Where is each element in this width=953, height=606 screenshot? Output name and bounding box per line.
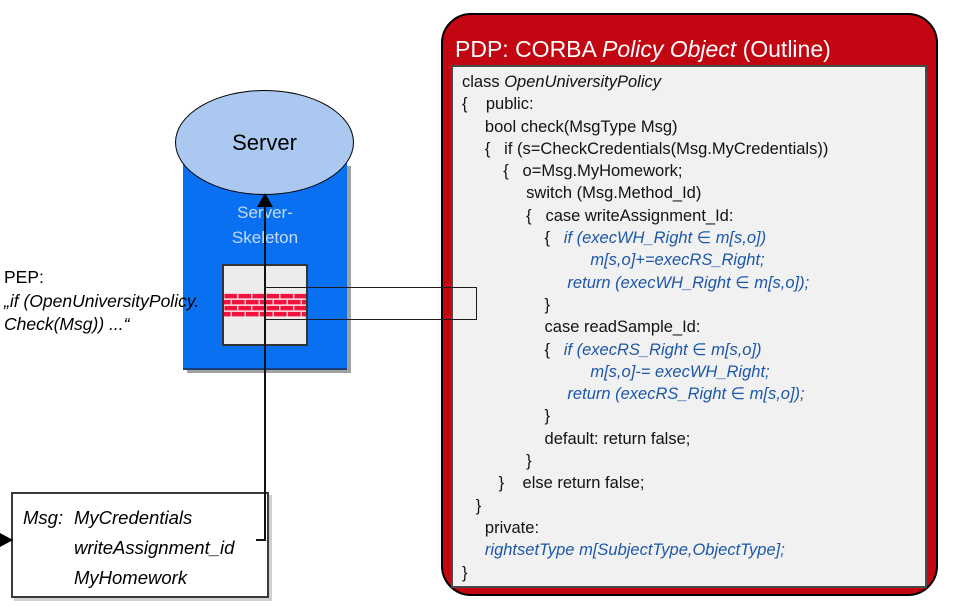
code-line: { if (execRS_Right ∈ m[s,o]) xyxy=(462,339,925,361)
code-line: } xyxy=(462,405,925,427)
code-line: switch (Msg.Method_Id) xyxy=(462,182,925,204)
text-segment: { case writeAssignment_Id: xyxy=(462,206,734,225)
code-line: } else return false; xyxy=(462,472,925,494)
code-line: class OpenUniversityPolicy xyxy=(462,71,925,93)
text-segment: if (execWH_Right ∈ m[s,o]) xyxy=(563,229,767,248)
text-segment: class xyxy=(462,73,505,91)
code-line: private: xyxy=(462,517,925,539)
text-segment: m[s,o]+=execRS_Right; xyxy=(462,251,765,270)
text-segment: return (execRS_Right ∈ m[s,o]); xyxy=(462,385,805,404)
text-segment: m[s,o]-= execWH_Right; xyxy=(462,362,770,381)
text-segment: { public: xyxy=(462,95,534,114)
code-line: return (execWH_Right ∈ m[s,o]); xyxy=(462,272,925,294)
msg-item-write-assignment: writeAssignment_id xyxy=(74,537,235,558)
text-segment: return (execWH_Right ∈ m[s,o]); xyxy=(462,273,810,292)
msg-item-credentials: MyCredentials xyxy=(74,507,193,528)
text-segment: } xyxy=(462,295,551,314)
code-line: { o=Msg.MyHomework; xyxy=(462,160,925,182)
text-segment: { xyxy=(462,229,564,248)
text-segment: bool check(MsgType Msg) xyxy=(462,117,678,136)
text-segment: { if (s=CheckCredentials(Msg.MyCredentia… xyxy=(462,139,829,158)
pdp-panel: PDP: CORBA Policy Object (Outline) class… xyxy=(441,13,938,596)
code-line: { public: xyxy=(462,93,925,115)
text-segment: rightsetType m[SubjectType,ObjectType]; xyxy=(484,541,785,560)
text-segment: { xyxy=(462,340,564,359)
text-segment: private: xyxy=(462,518,540,537)
text-segment: Policy Object xyxy=(601,36,737,62)
message-flow-line-jog xyxy=(256,539,266,541)
text-segment xyxy=(462,541,485,559)
text-segment: { o=Msg.MyHomework; xyxy=(462,162,683,181)
pep-label: PEP: xyxy=(4,267,44,287)
msg-box: Msg: MyCredentials writeAssignment_id MyH… xyxy=(11,492,269,598)
text-segment: default: return false; xyxy=(462,429,691,448)
code-line: bool check(MsgType Msg) xyxy=(462,116,925,138)
text-segment: (Outline) xyxy=(736,36,831,62)
pep-code-line1: „if (OpenUniversityPolicy. xyxy=(4,290,200,311)
check-call-connector-rect xyxy=(264,287,477,320)
text-segment: } else return false; xyxy=(462,474,645,493)
code-line: return (execRS_Right ∈ m[s,o]); xyxy=(462,383,925,405)
code-line: } xyxy=(462,294,925,316)
text-segment: } xyxy=(462,407,551,426)
code-line: { if (execWH_Right ∈ m[s,o]) xyxy=(462,227,925,249)
code-line: } xyxy=(462,495,925,517)
policy-code-box: class OpenUniversityPolicy { public: bool… xyxy=(451,65,927,588)
text-segment: } xyxy=(462,452,532,471)
code-line: case readSample_Id: xyxy=(462,316,925,338)
msg-label: Msg: xyxy=(23,507,64,528)
text-segment: switch (Msg.Method_Id) xyxy=(462,184,702,203)
code-line: { if (s=CheckCredentials(Msg.MyCredentia… xyxy=(462,138,925,160)
server-ellipse: Server xyxy=(175,90,354,195)
pep-annotation: PEP: „if (OpenUniversityPolicy. Check(Ms… xyxy=(4,266,234,337)
code-line: m[s,o]-= execWH_Right; xyxy=(462,361,925,383)
arrow-up-icon xyxy=(257,193,273,207)
text-segment: } xyxy=(462,496,482,515)
text-segment: OpenUniversityPolicy xyxy=(504,73,661,91)
pdp-title: PDP: CORBA Policy Object (Outline) xyxy=(455,36,831,63)
arrow-right-icon xyxy=(0,533,13,547)
code-line: rightsetType m[SubjectType,ObjectType]; xyxy=(462,539,925,561)
code-line: default: return false; xyxy=(462,428,925,450)
text-segment: case readSample_Id: xyxy=(462,318,701,337)
code-line: m[s,o]+=execRS_Right; xyxy=(462,249,925,271)
message-flow-line xyxy=(264,205,266,541)
server-label: Server xyxy=(232,129,297,155)
msg-item-homework: MyHomework xyxy=(74,567,188,588)
text-segment: if (execRS_Right ∈ m[s,o]) xyxy=(563,340,762,359)
code-line: } xyxy=(462,450,925,472)
pep-code-line2: Check(Msg)) ...“ xyxy=(4,314,130,334)
text-segment: PDP: CORBA xyxy=(455,36,602,62)
text-segment: } xyxy=(462,563,468,582)
code-line: { case writeAssignment_Id: xyxy=(462,205,925,227)
code-line: } xyxy=(462,562,925,584)
msg-row: Msg: MyCredentials xyxy=(23,503,267,533)
